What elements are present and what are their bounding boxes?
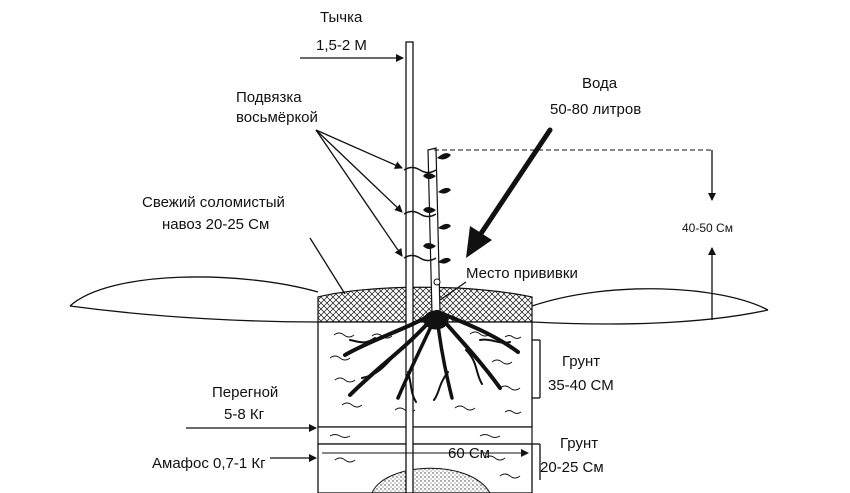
water-arrow <box>466 127 553 258</box>
stake <box>405 41 414 493</box>
label-humus-amount: 5-8 Кг <box>224 406 265 423</box>
figure-eight-ties <box>403 166 437 262</box>
label-ammophos: Амафос 0,7-1 Кг <box>152 455 266 472</box>
label-soil-top: Грунт <box>562 353 600 370</box>
label-humus: Перегной <box>212 384 278 401</box>
planting-pit <box>317 321 533 493</box>
seedling <box>423 147 451 315</box>
label-water: Вода <box>582 75 618 92</box>
ground-surface <box>69 276 769 325</box>
label-stake-size: 1,5-2 М <box>316 37 367 54</box>
label-tie: Подвязка <box>236 89 302 106</box>
label-manure: Свежий соломистый <box>142 194 285 211</box>
label-height: 40-50 См <box>682 221 733 235</box>
label-width: 60 См <box>448 445 490 462</box>
manure-mound <box>317 286 533 323</box>
ammophos-pile <box>371 467 491 493</box>
label-graft: Место прививки <box>466 265 578 282</box>
label-soil-top-depth: 35-40 СМ <box>548 377 614 394</box>
label-tie-method: восьмёркой <box>236 109 318 126</box>
label-soil-bottom: Грунт <box>560 435 598 452</box>
annotation-lines <box>186 54 716 480</box>
label-manure-depth: навоз 20-25 См <box>162 216 269 233</box>
label-soil-bottom-depth: 20-25 См <box>540 459 604 476</box>
root-system <box>343 310 520 403</box>
label-water-volume: 50-80 литров <box>550 101 641 118</box>
label-stake: Тычка <box>320 9 363 26</box>
